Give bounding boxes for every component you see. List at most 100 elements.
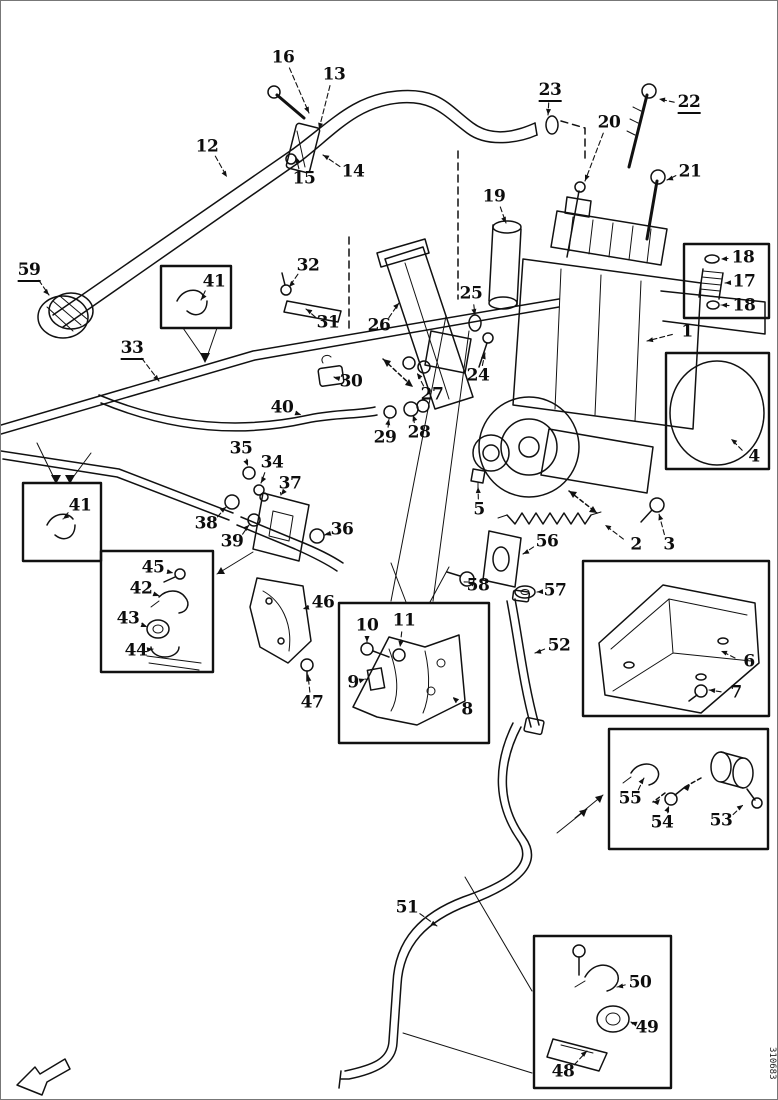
callout-34: 34 <box>260 452 284 473</box>
callout-53: 53 <box>709 810 733 831</box>
callout-21: 21 <box>678 161 702 182</box>
stud-20 <box>566 181 586 258</box>
callout-22: 22 <box>677 92 701 114</box>
callout-9: 9 <box>347 672 359 693</box>
callout-52: 52 <box>547 635 571 656</box>
bracket-31 <box>283 300 342 323</box>
callout-6: 6 <box>743 651 755 672</box>
return-pipe-33 <box>1 298 560 572</box>
bolt-32 <box>280 272 292 296</box>
dashed-guides <box>348 120 586 334</box>
callout-17: 17 <box>732 271 756 292</box>
callout-16: 16 <box>271 47 295 68</box>
callout-41a: 41 <box>202 271 226 292</box>
callout-31: 31 <box>316 312 340 333</box>
callout-49: 49 <box>635 1017 659 1038</box>
pointer-lines <box>36 315 604 1074</box>
callout-43: 43 <box>116 608 140 629</box>
callout-47: 47 <box>300 692 324 713</box>
inset-box-17-18 <box>682 242 771 320</box>
callout-50: 50 <box>628 972 652 993</box>
inset-box-4 <box>664 351 771 471</box>
callout-48: 48 <box>551 1061 575 1082</box>
callout-59: 59 <box>17 260 41 282</box>
bolt-22 <box>626 83 657 169</box>
callout-20: 20 <box>597 112 621 133</box>
callout-45: 45 <box>141 557 165 578</box>
clamp-30 <box>317 354 345 387</box>
bushing-kit-53-55 <box>622 751 763 809</box>
callout-32: 32 <box>296 255 320 276</box>
inset-box-8-11 <box>337 601 491 745</box>
pipe-fittings-34-39 <box>224 466 325 562</box>
callout-19: 19 <box>482 186 506 207</box>
callout-56: 56 <box>535 531 559 552</box>
o-ring-4 <box>669 360 765 466</box>
figure-code: 310683 <box>767 1047 777 1080</box>
callout-39: 39 <box>220 531 244 552</box>
callout-2: 2 <box>630 534 642 555</box>
double-arrows <box>382 358 598 514</box>
callout-25: 25 <box>459 283 483 304</box>
bolt-3 <box>640 497 665 523</box>
callout-30: 30 <box>339 371 363 392</box>
callout-13: 13 <box>322 64 346 85</box>
heat-shield-26 <box>376 238 474 410</box>
front-direction-arrow <box>16 1058 71 1096</box>
bolt-21 <box>645 169 666 241</box>
callout-51: 51 <box>395 897 419 918</box>
bracket-37 <box>252 492 310 562</box>
inset-boxes <box>21 242 771 1090</box>
clamp-half-41b <box>46 513 76 540</box>
bolt-7 <box>688 684 708 702</box>
callout-26: 26 <box>367 315 391 336</box>
callout-35: 35 <box>229 438 253 459</box>
seal-kit-17-18 <box>698 254 724 310</box>
callout-37: 37 <box>278 473 302 494</box>
callout-36: 36 <box>330 519 354 540</box>
bolt-58 <box>446 571 475 587</box>
callout-1: 1 <box>681 321 693 342</box>
inset-box-53-55 <box>607 727 770 851</box>
callout-24: 24 <box>466 365 490 386</box>
spring-2 <box>497 511 602 525</box>
skid-plate-6 <box>598 584 760 714</box>
callout-55: 55 <box>618 788 642 809</box>
callout-33: 33 <box>120 338 144 360</box>
hose-52 <box>506 589 545 736</box>
clamp-kit-42-45 <box>146 568 202 671</box>
bolt-16 <box>267 85 306 120</box>
engine-assembly-1 <box>472 196 766 498</box>
bracket-46 <box>249 577 314 682</box>
callout-41b: 41 <box>68 495 92 516</box>
callout-38: 38 <box>194 513 218 534</box>
callout-14: 14 <box>341 161 365 182</box>
callout-57: 57 <box>543 580 567 601</box>
callout-58: 58 <box>466 575 490 596</box>
callout-54: 54 <box>650 812 674 833</box>
callout-27: 27 <box>420 384 444 405</box>
bracket-plate-8-11 <box>352 634 466 726</box>
callout-8: 8 <box>461 699 473 720</box>
clamp-kit-48-50 <box>546 944 630 1072</box>
inset-box-48-50 <box>532 934 673 1090</box>
callout-3: 3 <box>663 534 675 555</box>
mount-56 <box>482 530 522 588</box>
callout-18a: 18 <box>731 247 755 268</box>
inset-box-41b <box>21 481 103 563</box>
callout-15: 15 <box>292 168 316 189</box>
callout-5: 5 <box>473 499 485 520</box>
stabilizer-bar-12 <box>37 85 538 339</box>
inset-box-42-45 <box>99 549 215 674</box>
inset-box-6-7 <box>581 559 771 718</box>
callout-44: 44 <box>124 640 148 661</box>
callout-10: 10 <box>355 615 379 636</box>
callout-7: 7 <box>730 682 742 703</box>
callout-46: 46 <box>311 592 335 613</box>
clamp-half-41a <box>176 289 208 316</box>
end-bushing-59 <box>37 292 94 339</box>
